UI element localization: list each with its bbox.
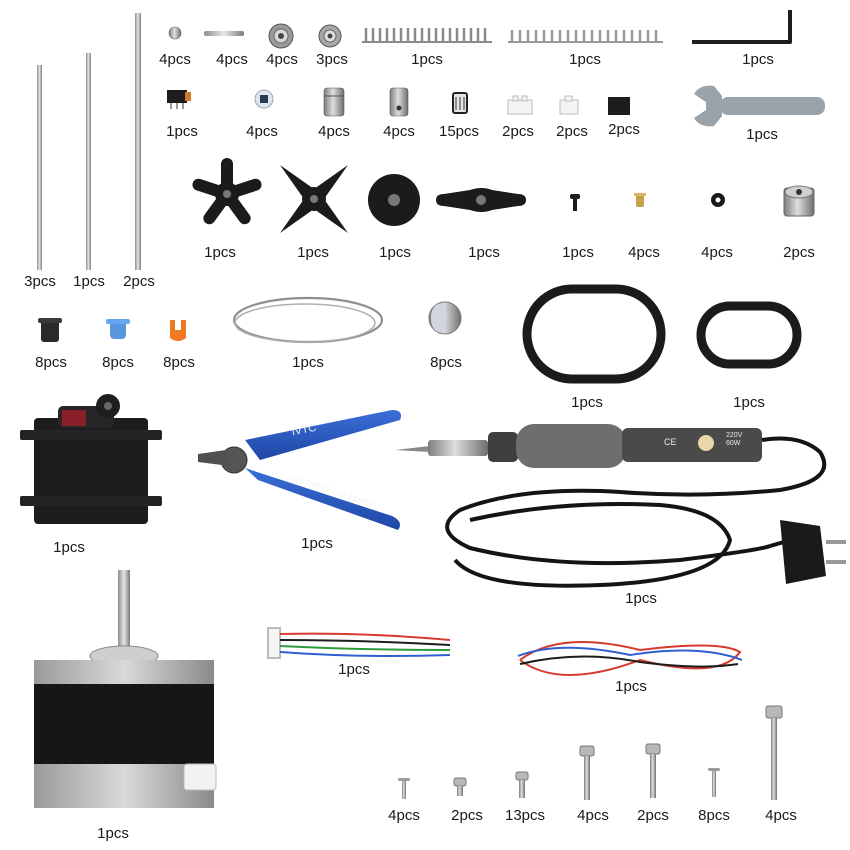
quantity-label: 2pcs (608, 121, 640, 138)
quantity-label: 1pcs (742, 51, 774, 68)
connector-housing-2 (559, 95, 579, 115)
quantity-label: 1pcs (468, 244, 500, 261)
quantity-label: 1pcs (562, 244, 594, 261)
pliers (198, 410, 401, 530)
quantity-label: 8pcs (163, 354, 195, 371)
quantity-label: 1pcs (292, 354, 324, 371)
servo-horn-cross (280, 165, 348, 233)
quantity-label: 1pcs (297, 244, 329, 261)
timing-belt-small (696, 301, 802, 369)
servo-horn-disc (368, 174, 420, 226)
quantity-label: 2pcs (637, 807, 669, 824)
quantity-label: 1pcs (746, 126, 778, 143)
rgb-led (254, 89, 274, 109)
hex-key (692, 10, 792, 44)
quantity-label: 13pcs (504, 807, 546, 824)
bearing-small (318, 24, 342, 48)
servo-horn-star (192, 158, 262, 225)
quantity-label: 1pcs (53, 539, 85, 556)
quantity-label: 4pcs (266, 51, 298, 68)
quantity-label: 2pcs (451, 807, 483, 824)
quantity-label: 3pcs (316, 51, 348, 68)
blue-cap (106, 319, 130, 339)
iron-ce-text: CE (664, 437, 677, 447)
bearing-large (268, 23, 294, 49)
quantity-label: 1pcs (571, 394, 603, 411)
quantity-label: 1pcs (204, 244, 236, 261)
terminal-pins-strip-1 (362, 28, 492, 43)
shaft-coupler-2 (389, 87, 409, 117)
quantity-label: 3pcs (24, 273, 56, 290)
quantity-label: 1pcs (569, 51, 601, 68)
screw-3 (515, 771, 529, 798)
quantity-label: 4pcs (388, 807, 420, 824)
quantity-label: 1pcs (338, 661, 370, 678)
needle-bearing (452, 92, 468, 114)
quantity-label: 4pcs (159, 51, 191, 68)
magnet (428, 301, 462, 335)
quantity-label: 2pcs (556, 123, 588, 140)
screw-6 (708, 768, 720, 797)
screw-4 (579, 745, 595, 800)
iron-rating-text: 220V 60W (726, 432, 743, 447)
quantity-label: 1pcs (733, 394, 765, 411)
black-block (608, 97, 630, 115)
servo-horn-arm (436, 188, 526, 212)
quantity-label: 1pcs (73, 273, 105, 290)
orange-clip (170, 320, 186, 341)
quantity-label: 8pcs (35, 354, 67, 371)
quantity-label: 15pcs (438, 123, 480, 140)
servo-motor (20, 394, 162, 524)
screw-2 (453, 777, 467, 796)
black-screw (570, 194, 580, 211)
pins (204, 31, 244, 36)
quantity-label: 8pcs (698, 807, 730, 824)
quantity-label: 4pcs (628, 244, 660, 261)
colored-cable (517, 641, 743, 676)
screw-7 (765, 705, 783, 800)
terminal-pins-strip-2 (508, 30, 663, 43)
quantity-label: 1pcs (411, 51, 443, 68)
quantity-label: 2pcs (783, 244, 815, 261)
quantity-label: 1pcs (615, 678, 647, 695)
quantity-label: 8pcs (102, 354, 134, 371)
steel-balls (168, 26, 182, 40)
quantity-label: 1pcs (301, 535, 333, 552)
screw-5 (645, 743, 661, 798)
quantity-label: 4pcs (216, 51, 248, 68)
quantity-label: 4pcs (765, 807, 797, 824)
quantity-label: 1pcs (97, 825, 129, 842)
black-o-ring (711, 193, 725, 207)
shaft-coupler-1 (323, 87, 345, 117)
long-rods (37, 13, 141, 270)
quantity-label: 1pcs (166, 123, 198, 140)
rubber-grommet (38, 318, 62, 342)
wrench (694, 85, 825, 127)
soldering-iron (395, 424, 846, 588)
stepper-motor (34, 570, 217, 808)
quantity-label: 1pcs (625, 590, 657, 607)
brass-insert (634, 193, 646, 207)
quantity-label: 4pcs (701, 244, 733, 261)
quantity-label: 1pcs (379, 244, 411, 261)
quantity-label: 4pcs (577, 807, 609, 824)
micro-switch (167, 90, 191, 109)
quantity-label: 2pcs (123, 273, 155, 290)
steel-wire (232, 296, 384, 344)
screw-1 (398, 778, 410, 799)
jst-cable (267, 627, 451, 659)
quantity-label: 4pcs (246, 123, 278, 140)
quantity-label: 8pcs (430, 354, 462, 371)
quantity-label: 2pcs (502, 123, 534, 140)
quantity-label: 4pcs (383, 123, 415, 140)
connector-housing-1 (507, 95, 533, 115)
timing-pulley (783, 185, 815, 217)
timing-belt-large (522, 284, 666, 384)
quantity-label: 4pcs (318, 123, 350, 140)
